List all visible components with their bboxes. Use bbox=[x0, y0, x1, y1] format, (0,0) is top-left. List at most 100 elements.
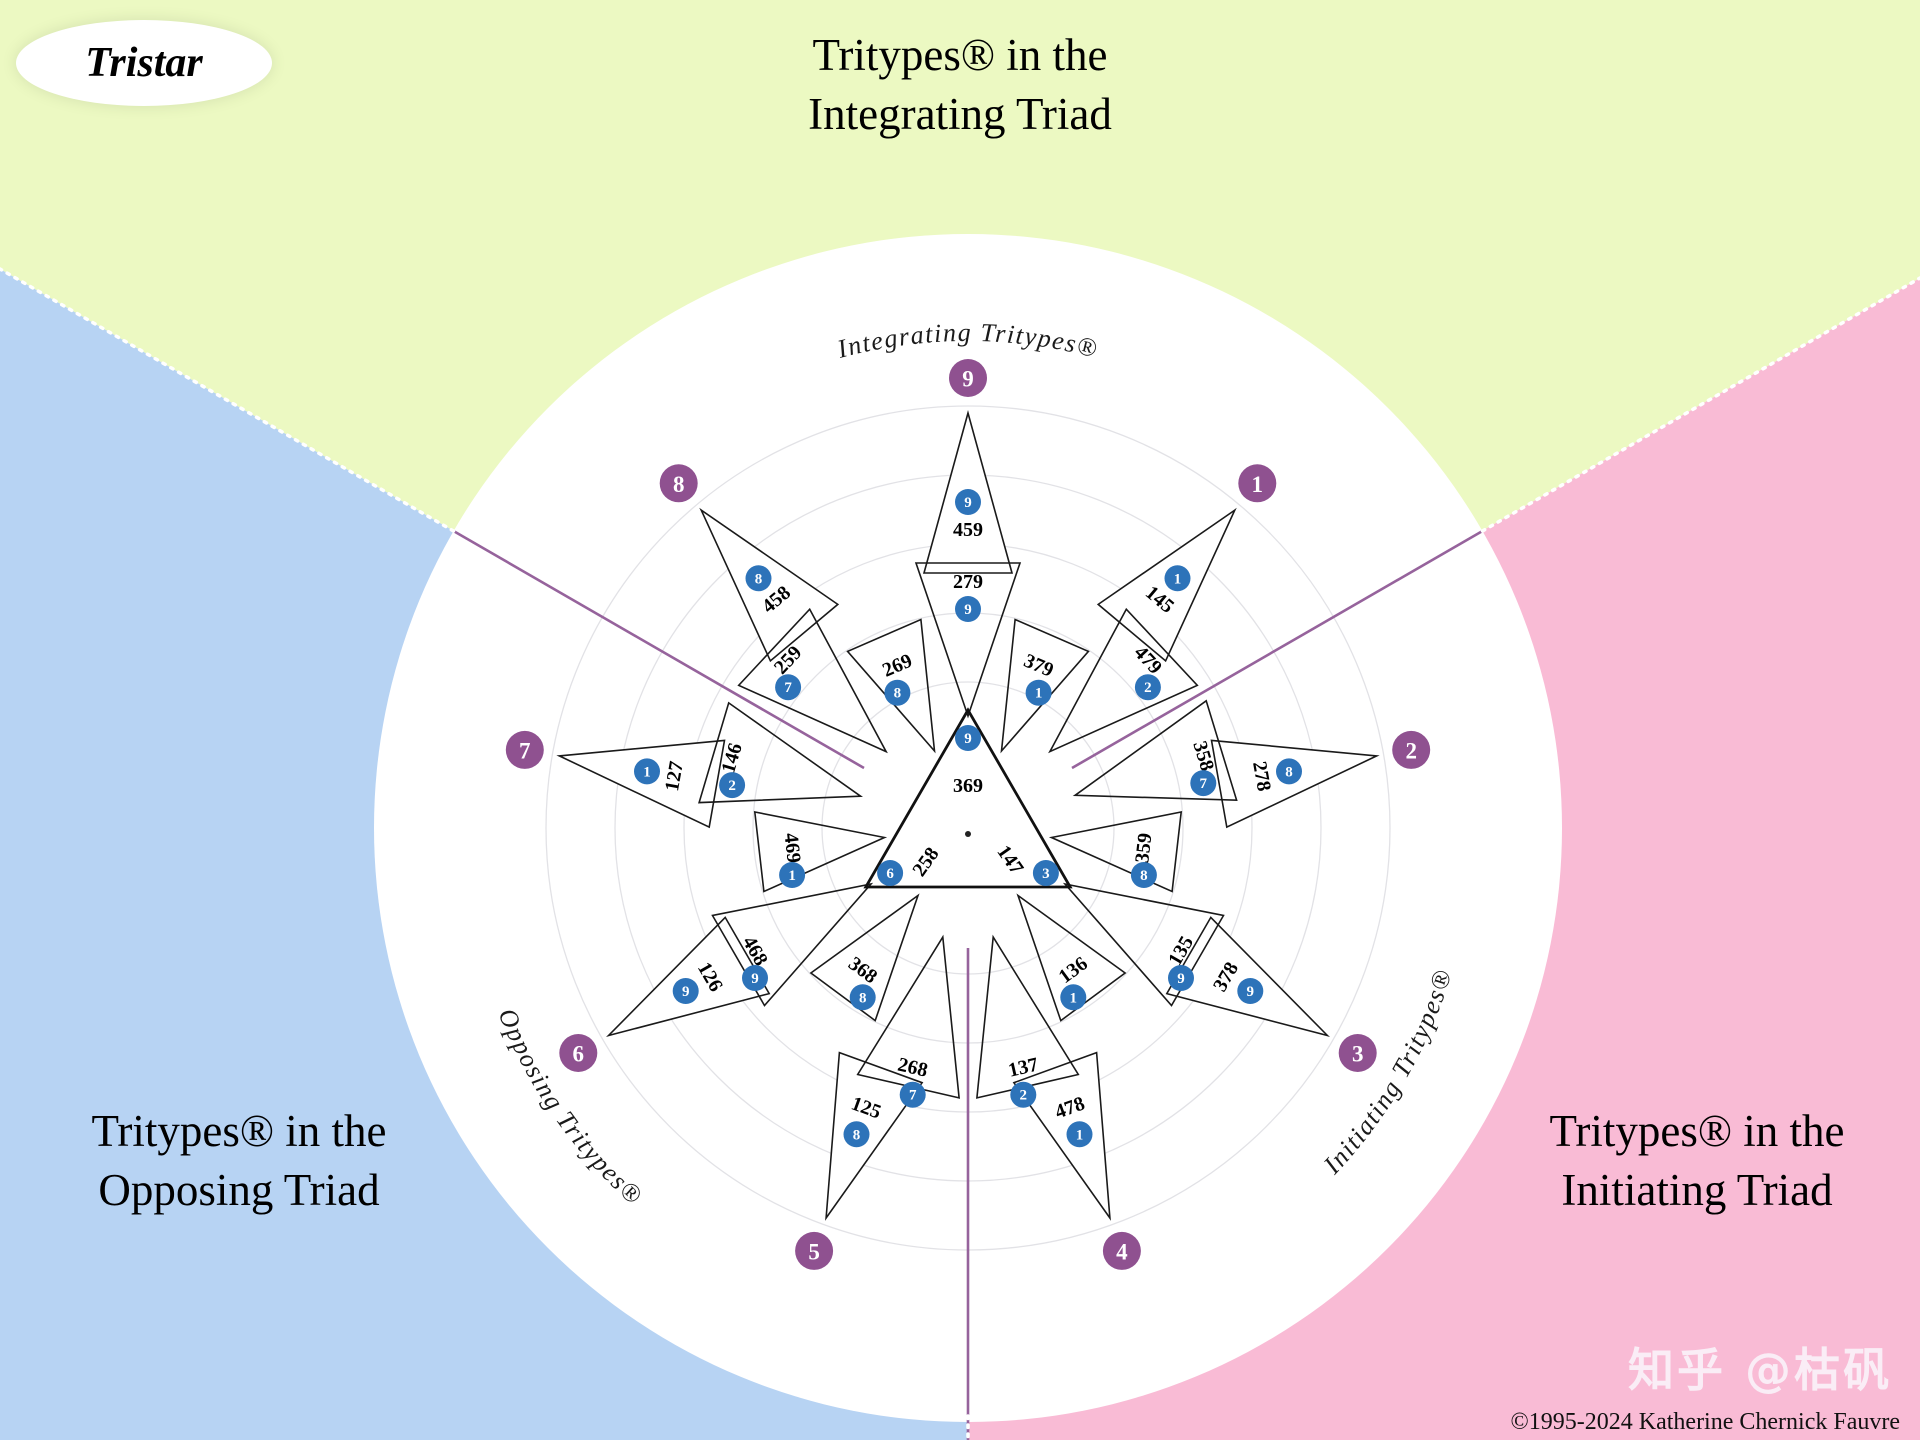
tritype-triangle bbox=[1062, 882, 1225, 1007]
archetype-number: 1 bbox=[643, 764, 651, 780]
archetype-number-circle bbox=[955, 725, 981, 751]
archetype-number-circle bbox=[745, 565, 772, 592]
tritype-triangle bbox=[1016, 893, 1127, 1022]
archetype-number: 8 bbox=[1140, 868, 1148, 884]
copyright-notice: ©1995-2024 Katherine Chernick Fauvre bbox=[1510, 1409, 1900, 1435]
tritype-triangle bbox=[699, 507, 840, 663]
archetype-number-circle bbox=[955, 596, 981, 622]
sector-divider-line bbox=[452, 529, 865, 770]
archetype-number-circle bbox=[1010, 1081, 1037, 1108]
enneagram-point-number: 7 bbox=[519, 738, 531, 763]
archetype-number-circle bbox=[779, 862, 806, 888]
enneagram-point-number: 9 bbox=[962, 367, 974, 392]
tritype-triangle bbox=[1165, 916, 1331, 1038]
enneagram-point-3: 3 bbox=[1338, 1034, 1377, 1072]
archetype-number: 7 bbox=[784, 680, 792, 696]
archetype-number-circle bbox=[1130, 862, 1157, 888]
title-opposing-triad: Tritypes® in the Opposing Triad bbox=[0, 1102, 478, 1219]
tristar-badge: Tristar bbox=[16, 20, 272, 106]
archetype-number: 7 bbox=[1200, 776, 1208, 792]
tritype-label: 459 bbox=[953, 519, 983, 541]
tristar-circle bbox=[374, 234, 1562, 1422]
archetype-number-circle bbox=[1032, 860, 1059, 886]
sector-dividers bbox=[452, 529, 1484, 1440]
enneagram-point-8: 8 bbox=[659, 464, 698, 503]
archetype-number-circle bbox=[634, 758, 660, 785]
archetype-number: 1 bbox=[1070, 990, 1078, 1006]
archetype-number: 2 bbox=[1020, 1088, 1028, 1104]
enneagram-point-6: 6 bbox=[559, 1034, 598, 1072]
title-line: Tritypes® in the bbox=[812, 30, 1108, 80]
tritype-label-369: 369 bbox=[953, 775, 983, 797]
archetype-number-circle bbox=[672, 978, 699, 1004]
title-integrating-triad: Tritypes® in the Integrating Triad bbox=[580, 26, 1340, 143]
archetype-number: 1 bbox=[788, 868, 796, 884]
tritype-triangle bbox=[605, 916, 771, 1038]
tritype-label: 359 bbox=[1131, 832, 1156, 864]
archetype-number: 1 bbox=[1035, 686, 1043, 702]
center-triangle bbox=[863, 707, 1073, 889]
archetype-number: 9 bbox=[1247, 984, 1255, 1000]
tritype-label: 279 bbox=[953, 571, 983, 593]
archetype-number-circle bbox=[775, 674, 802, 701]
enneagram-point-circle bbox=[659, 464, 698, 503]
archetype-number-circle bbox=[719, 772, 746, 799]
enneagram-point-number: 1 bbox=[1252, 472, 1264, 497]
archetype-number: 8 bbox=[1285, 764, 1293, 780]
enneagram-point-4: 4 bbox=[1102, 1231, 1141, 1270]
sector-boundaries bbox=[0, 267, 1920, 1440]
archetype-number: 9 bbox=[964, 495, 972, 511]
tritype-triangle bbox=[914, 562, 1022, 719]
archetype-number: 1 bbox=[1174, 571, 1182, 587]
archetype-number: 9 bbox=[1177, 971, 1185, 987]
archetype-number-circle bbox=[843, 1121, 870, 1148]
enneagram-point-circle bbox=[795, 1231, 834, 1270]
archetype-number: 8 bbox=[859, 990, 867, 1006]
tritype-triangle bbox=[737, 607, 888, 754]
archetype-number-circle bbox=[1066, 1121, 1093, 1148]
archetype-number-circle bbox=[899, 1081, 926, 1108]
tritype-triangle bbox=[711, 882, 874, 1007]
title-line: Opposing Triad bbox=[98, 1164, 380, 1215]
archetype-number: 2 bbox=[728, 778, 736, 794]
tritype-triangle bbox=[1048, 607, 1199, 754]
tritype-triangle bbox=[1072, 699, 1238, 802]
tritype-triangle bbox=[556, 739, 726, 829]
archetype-number-circle bbox=[1060, 984, 1087, 1011]
archetype-number: 2 bbox=[1144, 680, 1152, 696]
enneagram-point-circle bbox=[559, 1034, 598, 1072]
tritype-triangle bbox=[753, 811, 888, 893]
tritype-triangle bbox=[1210, 739, 1380, 829]
title-initiating-triad: Tritypes® in the Initiating Triad bbox=[1452, 1102, 1920, 1219]
tritype-459: 459 9 bbox=[922, 409, 1014, 574]
tritype-label: 127 bbox=[661, 760, 688, 793]
archetype-number-circle bbox=[1168, 965, 1194, 991]
tritype-triangle bbox=[1048, 811, 1183, 893]
archetype-number-circle bbox=[742, 965, 768, 991]
enneagram-point-circle bbox=[1238, 464, 1277, 503]
enneagram-point-circle bbox=[1338, 1034, 1377, 1072]
enneagram-point-circle bbox=[949, 359, 987, 397]
archetype-number-circle bbox=[1025, 679, 1052, 706]
archetype-number-circle bbox=[877, 860, 904, 886]
archetype-number: 6 bbox=[886, 866, 894, 882]
tritype-triangle bbox=[809, 893, 920, 1022]
archetype-number-circle bbox=[884, 679, 911, 706]
title-line: Tritypes® in the bbox=[1549, 1106, 1845, 1156]
archetype-number-circle bbox=[1237, 978, 1264, 1004]
tritype-triangle bbox=[698, 701, 863, 804]
archetype-number-circle bbox=[1190, 770, 1217, 797]
enneagram-point-circle bbox=[1392, 730, 1431, 769]
title-line: Initiating Triad bbox=[1561, 1164, 1833, 1215]
enneagram-point-circle bbox=[505, 730, 544, 769]
archetype-number: 9 bbox=[964, 731, 972, 747]
